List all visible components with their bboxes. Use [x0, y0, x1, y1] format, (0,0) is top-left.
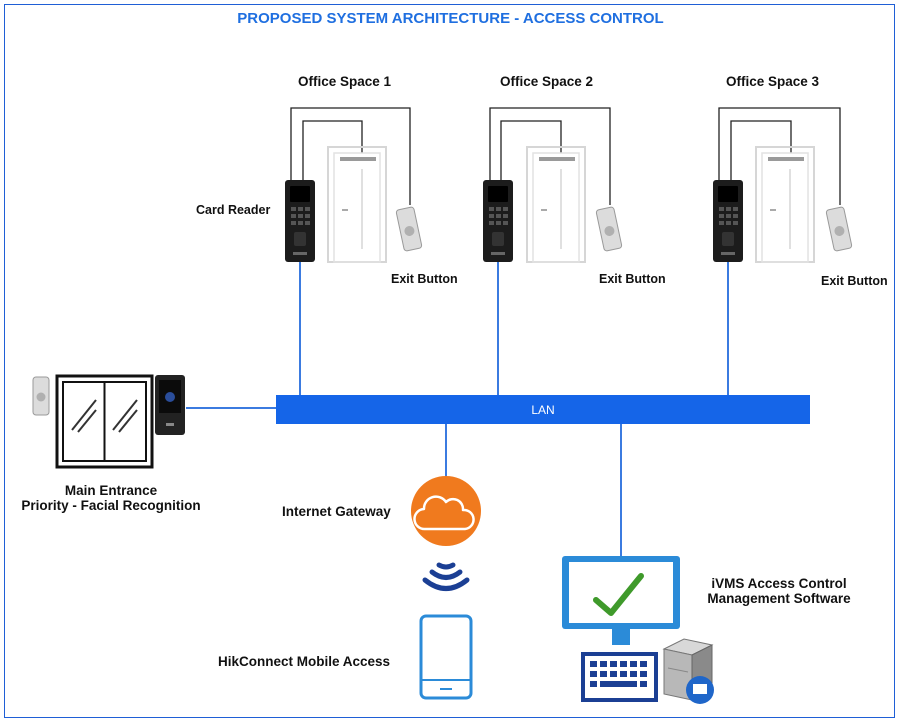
server-icon — [662, 638, 714, 704]
keyboard-icon — [581, 652, 658, 702]
software-subtitle: Management Software — [707, 591, 851, 606]
software-label: iVMS Access Control Management Software — [696, 576, 862, 606]
office-space-2-devices — [483, 107, 623, 263]
door-icon — [755, 146, 815, 263]
software-title: iVMS Access Control — [711, 576, 847, 591]
exit-button-icon — [395, 206, 423, 252]
main-exit-button-icon — [32, 376, 50, 416]
card-reader-label: Card Reader — [196, 203, 271, 217]
lan-label: LAN — [531, 403, 554, 417]
internet-gateway-label: Internet Gateway — [282, 504, 391, 519]
management-monitor-icon — [562, 556, 680, 645]
lan-bar — [276, 395, 810, 424]
exit-button-2-label: Exit Button — [599, 272, 666, 286]
mobile-phone-icon — [419, 614, 473, 700]
office-space-1-label: Office Space 1 — [298, 74, 392, 89]
mobile-access-label: HikConnect Mobile Access — [218, 654, 391, 669]
card-reader-icon — [713, 180, 743, 262]
office-space-1-devices — [285, 107, 423, 263]
exit-button-icon — [825, 206, 853, 252]
network-links — [186, 262, 729, 556]
diagram-title: PROPOSED SYSTEM ARCHITECTURE - ACCESS CO… — [237, 10, 664, 27]
exit-button-1-label: Exit Button — [391, 272, 458, 286]
card-reader-icon — [483, 180, 513, 262]
office-space-3-label: Office Space 3 — [726, 74, 820, 89]
main-entrance-devices — [32, 374, 185, 469]
face-recognition-terminal-icon — [155, 375, 185, 435]
office-space-2-label: Office Space 2 — [500, 74, 594, 89]
main-entrance-label: Main Entrance Priority - Facial Recognit… — [12, 483, 210, 513]
exit-button-icon — [595, 206, 623, 252]
door-icon — [327, 146, 387, 263]
exit-button-3-label: Exit Button — [821, 274, 888, 288]
sliding-door-icon — [55, 374, 154, 469]
wireless-icon — [422, 562, 470, 591]
office-space-3-devices — [713, 107, 853, 263]
card-reader-icon — [285, 180, 315, 262]
cloud-icon — [411, 476, 481, 546]
main-entrance-title: Main Entrance — [64, 483, 158, 498]
main-entrance-subtitle: Priority - Facial Recognition — [21, 498, 201, 513]
diagram-frame — [4, 4, 895, 718]
door-icon — [526, 146, 586, 263]
